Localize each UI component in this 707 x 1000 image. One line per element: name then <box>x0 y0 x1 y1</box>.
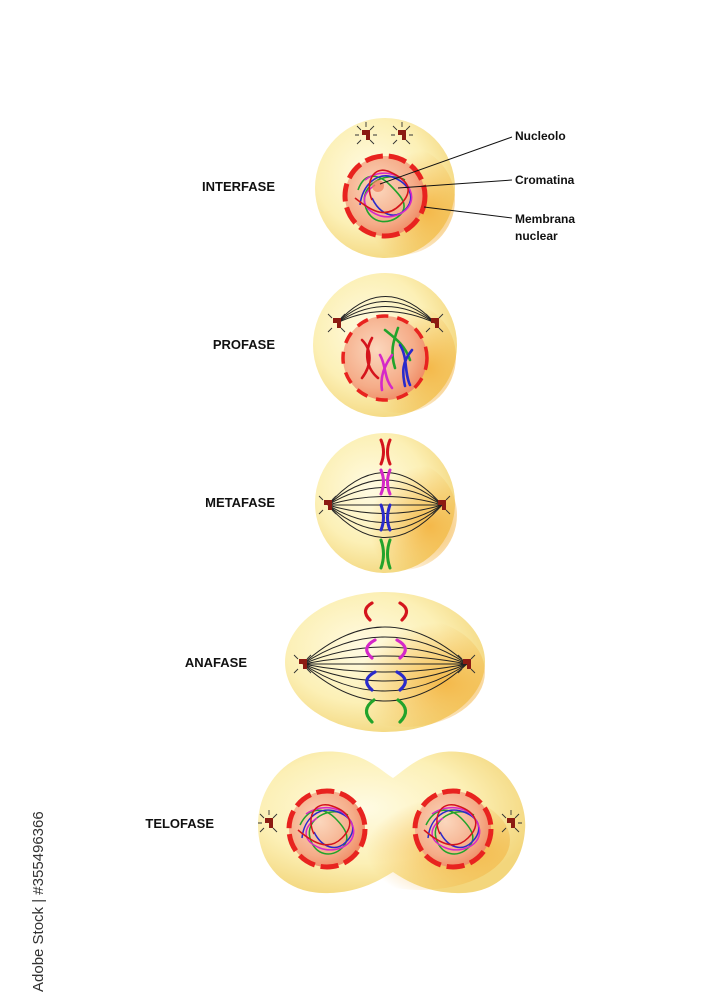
nucleolo-pointer <box>379 136 513 185</box>
telofase-right-membrane <box>412 788 494 870</box>
callout-nucleolo: Nucleolo <box>515 129 566 143</box>
phase-label-profase: PROFASE <box>213 337 275 352</box>
profase-centrosome-left <box>327 313 346 333</box>
profase-cell <box>313 273 457 417</box>
phase-label-telofase: TELOFASE <box>145 816 214 831</box>
anafase-spindle <box>302 626 468 702</box>
profase-chromosomes <box>360 326 414 392</box>
cromatina-pointer <box>397 179 513 189</box>
interfase-centrosome-left <box>355 122 377 145</box>
anafase-centrosome-left <box>293 654 312 674</box>
profase-centrosome-right <box>425 313 444 333</box>
interfase-chromatin <box>354 169 413 223</box>
interfase-cell <box>315 118 513 258</box>
phase-label-anafase: ANAFASE <box>185 655 247 670</box>
telofase-right-nucleus <box>415 791 491 867</box>
callout-cromatina: Cromatina <box>515 173 575 187</box>
telofase-left-chromatin <box>297 804 355 855</box>
phase-label-metafase: METAFASE <box>205 495 275 510</box>
metafase-centrosome-left <box>318 495 337 515</box>
metafase-shading <box>347 460 457 570</box>
anafase-cell <box>285 592 485 732</box>
callout-membrana-line1: Membrana <box>515 212 575 226</box>
metafase-spindle <box>327 472 443 538</box>
profase-nuclear-membrane <box>341 314 429 402</box>
telofase-cell <box>258 751 526 894</box>
telofase-left-membrane <box>286 788 368 870</box>
interfase-nucleus <box>345 156 425 236</box>
stock-watermark: Adobe Stock | #355496366 <box>10 760 47 992</box>
metafase-chromosomes <box>379 438 392 570</box>
profase-spindle <box>336 296 436 324</box>
anafase-chromosomes <box>363 601 409 724</box>
stock-watermark-text: Adobe Stock | #355496366 <box>30 811 47 992</box>
telofase-left-nucleus <box>289 791 365 867</box>
membrana-pointer <box>423 206 513 219</box>
anafase-centrosome-right <box>457 654 476 674</box>
telofase-right-chromatin <box>423 804 481 855</box>
phase-label-interfase: INTERFASE <box>202 179 275 194</box>
metafase-centrosome-right <box>432 495 451 515</box>
metafase-cell <box>315 433 457 573</box>
telofase-centrosome-right <box>501 810 522 833</box>
interfase-nuclear-membrane <box>342 153 428 239</box>
profase-nucleus <box>343 316 427 400</box>
interfase-nucleolus <box>372 180 384 192</box>
callout-membrana-line2: nuclear <box>515 229 558 243</box>
interfase-centrosome-right <box>391 122 413 145</box>
telofase-centrosome-left <box>258 810 278 833</box>
